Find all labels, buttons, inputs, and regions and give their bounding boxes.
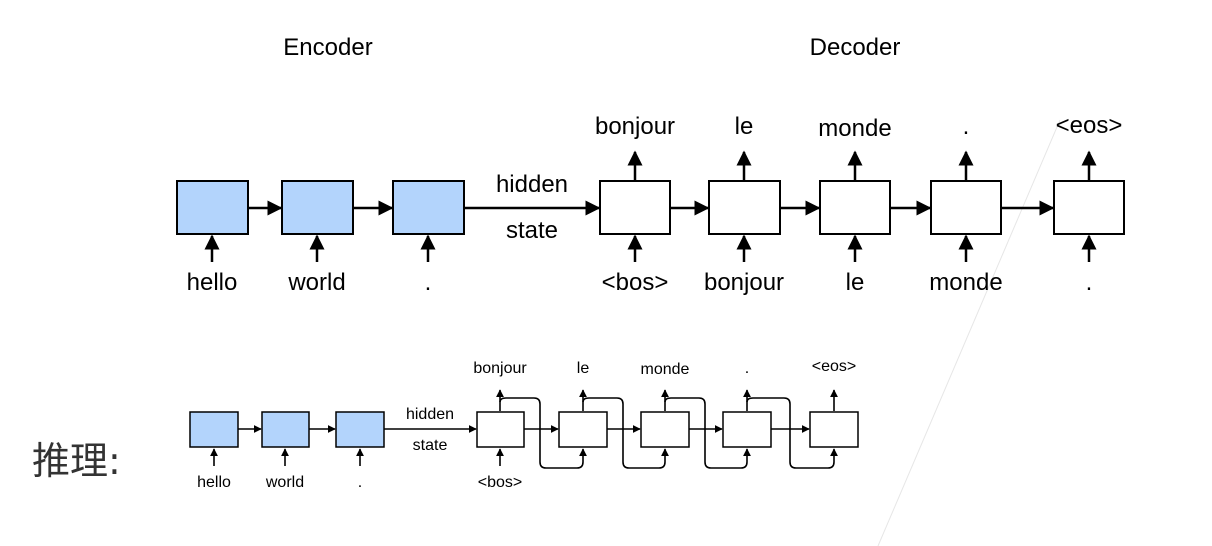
enc-input-label-3: . <box>425 269 432 296</box>
inf-dec-output-label-5: <eos> <box>812 358 856 375</box>
inf-enc-input-label-3: . <box>358 474 362 491</box>
state-label: state <box>506 217 558 244</box>
inf-encoder-cell-2 <box>261 411 310 448</box>
enc-input-label-1: hello <box>187 269 238 296</box>
inf-feedback-loop-3 <box>664 397 751 469</box>
inf-feedback-loop-1 <box>499 397 587 469</box>
inf-dec-output-label-3: monde <box>641 361 690 378</box>
inference-side-label: 推理: <box>32 439 121 483</box>
encoder-title: Encoder <box>283 34 372 61</box>
decoder-cell-4 <box>930 180 1002 235</box>
inf-decoder-cell-1 <box>476 411 525 448</box>
dec-output-label-3: monde <box>818 115 891 142</box>
slide-decoration-line <box>877 119 1061 546</box>
inf-decoder-cell-3 <box>640 411 690 448</box>
inf-hidden-label: hidden <box>406 406 454 423</box>
encoder-cell-1 <box>176 180 249 235</box>
inf-encoder-cell-3 <box>335 411 385 448</box>
inf-encoder-cell-1 <box>189 411 239 448</box>
dec-input-label-5: . <box>1086 269 1093 296</box>
decoder-cell-2 <box>708 180 781 235</box>
training-diagram: Encoder Decoder hidden state <box>176 34 1125 296</box>
dec-output-label-2: le <box>735 113 754 140</box>
inf-enc-input-label-2: world <box>265 474 304 491</box>
dec-input-label-4: monde <box>929 269 1002 296</box>
decoder-cell-3 <box>819 180 891 235</box>
dec-output-label-5: <eos> <box>1056 112 1123 139</box>
inf-feedback-loop-2 <box>582 397 669 469</box>
decoder-cell-1 <box>599 180 671 235</box>
inf-enc-input-label-1: hello <box>197 474 231 491</box>
inf-state-label: state <box>413 437 448 454</box>
inf-dec-output-label-4: . <box>745 360 749 377</box>
inference-diagram: hidden state hello world . <bos> bonjour… <box>189 358 859 491</box>
encoder-cell-3 <box>392 180 465 235</box>
dec-input-label-3: le <box>846 269 865 296</box>
decoder-cell-5 <box>1053 180 1125 235</box>
hidden-label: hidden <box>496 171 568 198</box>
dec-input-label-2: bonjour <box>704 269 784 296</box>
inf-decoder-cell-2 <box>558 411 608 448</box>
inf-dec-input-label-1: <bos> <box>478 474 522 491</box>
dec-input-label-1: <bos> <box>602 269 669 296</box>
dec-output-label-1: bonjour <box>595 113 675 140</box>
inf-dec-output-label-2: le <box>577 360 590 377</box>
inf-decoder-cell-4 <box>722 411 772 448</box>
inf-decoder-cell-5 <box>809 411 859 448</box>
inf-feedback-loop-4 <box>746 397 838 469</box>
dec-output-label-4: . <box>963 113 970 140</box>
inf-dec-output-label-1: bonjour <box>473 360 527 377</box>
encoder-cell-2 <box>281 180 354 235</box>
decoder-title: Decoder <box>810 34 901 61</box>
enc-input-label-2: world <box>287 269 345 296</box>
